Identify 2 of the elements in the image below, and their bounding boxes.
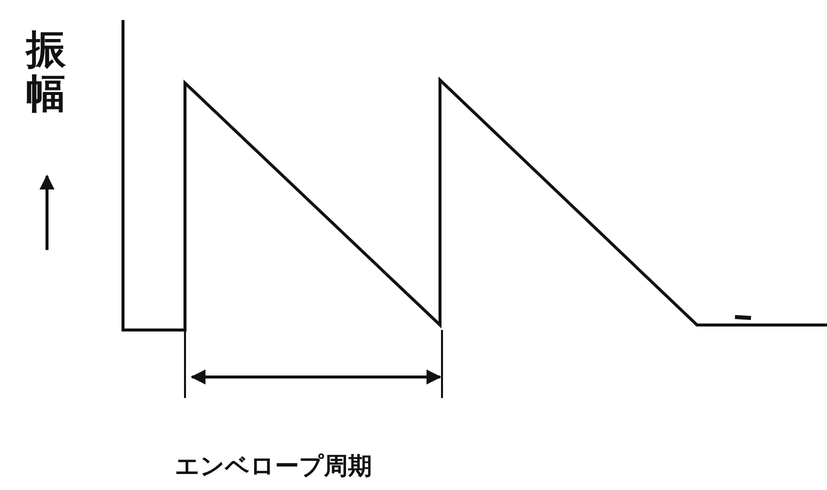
dimension-label: エンベロープ周期	[175, 451, 372, 482]
axis-label: 振幅	[26, 28, 66, 116]
